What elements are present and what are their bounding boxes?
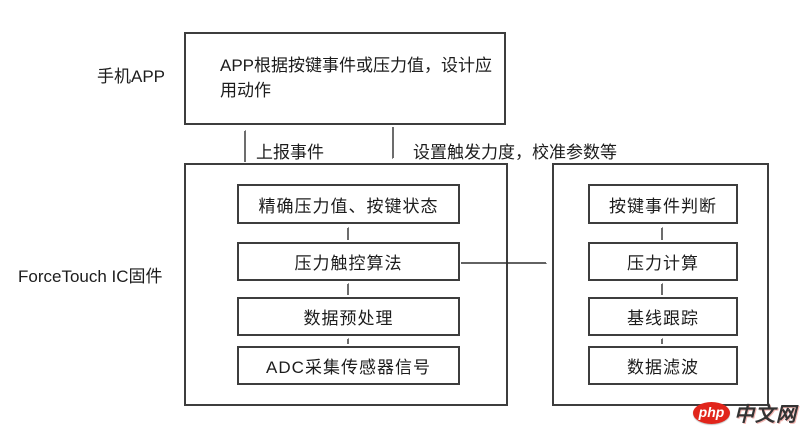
- app-action-text: APP根据按键事件或压力值，设计应用动作: [220, 55, 493, 100]
- php-logo-text: php: [698, 403, 725, 420]
- node-key-event-judge: 按键事件判断: [588, 184, 738, 224]
- php-cn-watermark: php 中文网: [693, 398, 797, 427]
- node-touch-algorithm: 压力触控算法: [237, 242, 460, 281]
- node-pressure-calc: 压力计算: [588, 242, 738, 281]
- php-logo-icon: php: [693, 401, 730, 424]
- firmware-label: ForceTouch IC固件: [18, 267, 163, 286]
- algorithm-detail-group-box: [552, 163, 769, 406]
- node-pressure-output: 精确压力值、按键状态: [237, 184, 460, 224]
- node-adc-acquire: ADC采集传感器信号: [237, 346, 460, 385]
- firmware-group-box: [184, 163, 508, 406]
- node-data-filter: 数据滤波: [588, 346, 738, 385]
- node-preprocess: 数据预处理: [237, 297, 460, 336]
- app-action-box: APP根据按键事件或压力值，设计应用动作: [184, 32, 506, 125]
- phone-app-label: 手机APP: [97, 67, 166, 86]
- report-event-label: 上报事件: [256, 143, 324, 162]
- node-baseline-track: 基线跟踪: [588, 297, 738, 336]
- configure-label: 设置触发力度，校准参数等: [413, 143, 617, 162]
- site-name-text: 中文网: [734, 404, 797, 426]
